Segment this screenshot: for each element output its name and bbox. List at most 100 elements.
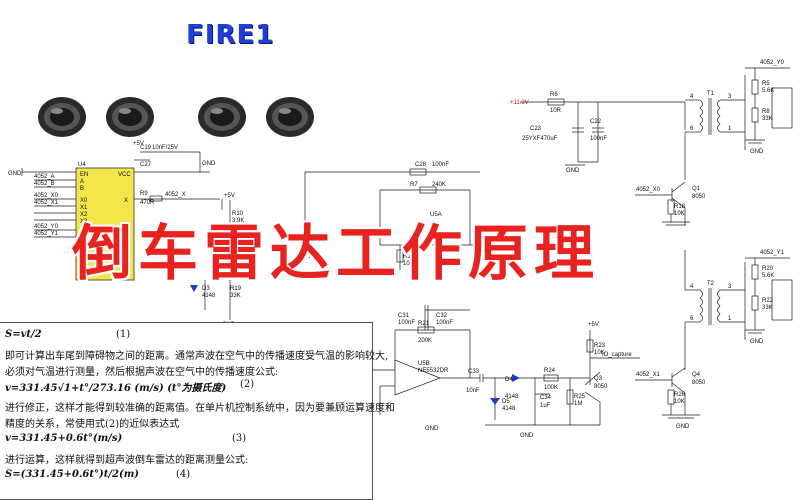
svg-text:+5V: +5V	[588, 322, 599, 328]
svg-text:EN: EN	[80, 172, 88, 178]
svg-text:10K: 10K	[403, 261, 414, 267]
svg-text:10R: 10R	[550, 108, 562, 114]
svg-text:X1: X1	[80, 205, 88, 211]
svg-text:5.6K: 5.6K	[762, 88, 774, 94]
svg-text:5.6K: 5.6K	[762, 273, 774, 279]
svg-text:X0: X0	[80, 198, 88, 204]
brand-logo: FIRE1	[186, 20, 275, 50]
svg-text:100K: 100K	[544, 385, 558, 391]
svg-text:750R: 750R	[305, 254, 320, 260]
svg-text:Q4: Q4	[692, 372, 701, 378]
u5b-stage	[370, 305, 640, 426]
ultrasonic-sensor-3	[198, 97, 246, 137]
svg-text:6: 6	[690, 316, 694, 322]
svg-text:8050: 8050	[594, 384, 608, 390]
svg-text:100nF: 100nF	[436, 320, 453, 326]
svg-text:3: 3	[728, 94, 732, 100]
svg-text:10nF/25V: 10nF/25V	[152, 145, 178, 151]
svg-text:4148: 4148	[502, 406, 516, 412]
svg-text:C32: C32	[436, 313, 448, 319]
svg-text:R19: R19	[230, 286, 242, 292]
formula-line-7: v=331.45+0.6t°(m/s)	[5, 433, 123, 444]
formula-number-9: (4)	[176, 469, 191, 480]
svg-text:200K: 200K	[418, 338, 432, 344]
svg-text:33K: 33K	[762, 116, 773, 122]
power-wiring	[520, 98, 686, 166]
svg-text:240K: 240K	[432, 182, 446, 188]
svg-text:470R: 470R	[140, 200, 155, 206]
svg-text:IO_capture: IO_capture	[602, 352, 632, 358]
svg-text:C27: C27	[140, 162, 152, 168]
svg-text:33K: 33K	[762, 305, 773, 311]
svg-text:4052_A: 4052_A	[34, 174, 55, 180]
svg-text:Q3: Q3	[594, 376, 603, 382]
svg-text:X2: X2	[80, 212, 88, 218]
formula-line-6: 精度的关系，常使用式(2)的近似表达式	[5, 419, 180, 430]
svg-text:10K: 10K	[674, 399, 685, 405]
svg-text:GND: GND	[520, 433, 534, 439]
svg-text:VCC: VCC	[118, 172, 131, 178]
svg-text:R20: R20	[762, 266, 774, 272]
formula-panel: S=vt/2 (1) 即可计算出车尾到障碍物之间的距离。通常声波在空气中的传播速…	[0, 322, 395, 500]
svg-text:U5B: U5B	[418, 361, 430, 367]
q4-driver	[635, 367, 700, 419]
svg-text:C31: C31	[398, 313, 410, 319]
svg-text:D3: D3	[202, 286, 210, 292]
svg-text:4052_Y1: 4052_Y1	[34, 231, 59, 237]
svg-text:4148: 4148	[202, 293, 216, 299]
svg-text:T1: T1	[707, 91, 715, 97]
u4-wiring	[21, 151, 231, 320]
svg-text:4052_B: 4052_B	[34, 181, 55, 187]
svg-text:R9: R9	[140, 191, 148, 197]
svg-text:R25: R25	[574, 394, 586, 400]
formula-line-2: 即可计算出车尾到障碍物之间的距离。通常声波在空气中的传播速度受气温的影响较大,	[5, 351, 389, 362]
svg-text:Q1: Q1	[692, 186, 701, 192]
svg-text:GND: GND	[750, 149, 764, 155]
formula-number-1: (1)	[116, 329, 131, 340]
formula-line-4: v=331.45√1+t°/273.16 (m/s) (t°为摄氏度)	[5, 383, 227, 394]
formula-number-7: (3)	[232, 433, 247, 444]
svg-text:X3: X3	[80, 219, 88, 225]
u5a-stage	[304, 168, 520, 270]
svg-text:1uF: 1uF	[540, 403, 551, 409]
formula-number-4: (2)	[240, 379, 255, 390]
q1-driver	[635, 181, 690, 226]
svg-text:1M: 1M	[574, 401, 582, 407]
svg-text:R21: R21	[418, 321, 430, 327]
svg-text:C34: C34	[540, 395, 552, 401]
ultrasonic-sensor-4	[266, 97, 314, 137]
svg-text:R10: R10	[232, 211, 244, 217]
svg-text:R14: R14	[305, 246, 317, 252]
svg-text:6: 6	[690, 126, 694, 132]
svg-text:C19: C19	[140, 145, 152, 151]
svg-text:D4: D4	[505, 377, 513, 383]
svg-text:+5V: +5V	[133, 141, 144, 147]
svg-text:+5V: +5V	[224, 193, 235, 199]
formula-line-9: S=(331.45+0.6t°)t/2(m)	[5, 469, 140, 480]
svg-text:33K: 33K	[230, 293, 241, 299]
svg-text:3: 3	[728, 284, 732, 290]
svg-text:R26: R26	[674, 392, 686, 398]
svg-text:4052_X1: 4052_X1	[636, 372, 661, 378]
svg-text:100nF: 100nF	[432, 162, 449, 168]
svg-text:4052_X0: 4052_X0	[34, 193, 59, 199]
svg-text:U4: U4	[78, 162, 86, 168]
svg-text:C33: C33	[468, 369, 480, 375]
transformer-t2	[684, 250, 793, 370]
svg-text:GND: GND	[425, 426, 439, 432]
svg-text:R24: R24	[544, 368, 556, 374]
svg-text:4052_X0: 4052_X0	[636, 187, 661, 193]
formula-line-5: 进行修正，这样才能得到较准确的距离值。在单片机控制系统中，因为要兼顾运算速度和	[5, 403, 395, 414]
svg-text:U5A: U5A	[430, 212, 442, 218]
svg-text:1: 1	[728, 316, 732, 322]
svg-text:8050: 8050	[692, 380, 706, 386]
svg-text:4052_X1: 4052_X1	[34, 200, 59, 206]
svg-text:R18: R18	[674, 204, 686, 210]
svg-text:GND: GND	[676, 424, 690, 430]
svg-text:R23: R23	[594, 343, 606, 349]
svg-text:C22: C22	[590, 119, 602, 125]
svg-text:GND: GND	[566, 168, 580, 174]
svg-text:C28: C28	[415, 162, 427, 168]
